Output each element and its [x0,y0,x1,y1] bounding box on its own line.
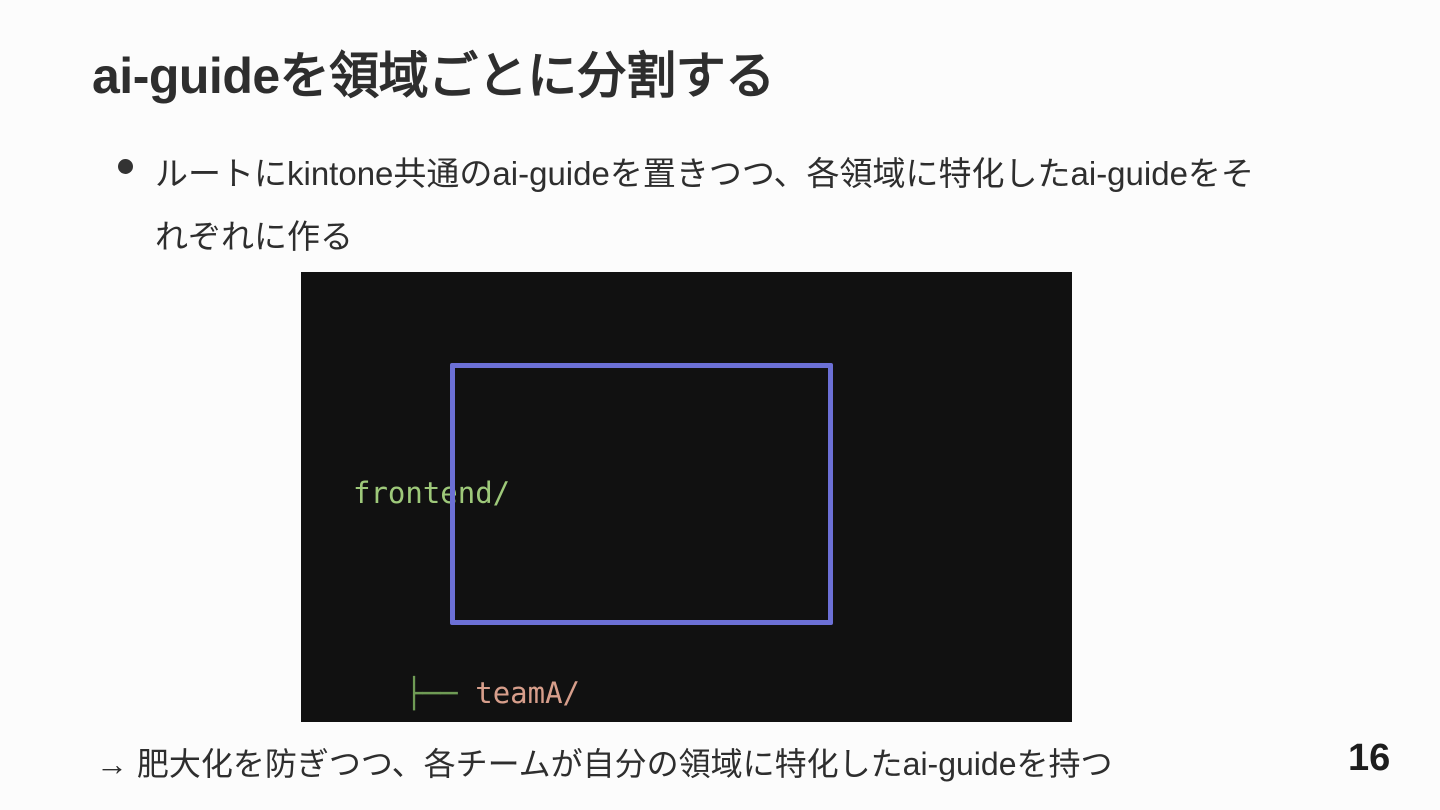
code-block-figure: frontend/ ├── teamA/ │ ├── package.json … [301,272,1072,722]
tree-label-frontend: frontend/ [353,476,511,510]
tree-connector-icon [353,676,405,710]
tree-branch-tee-icon: ├── [405,676,458,710]
tree-row-teamA: ├── teamA/ [353,668,807,718]
footer-note: → 肥大化を防ぎつつ、各チームが自分の領域に特化したai-guideを持つ [96,746,1113,782]
bullet-dot-icon [118,159,133,174]
tree-label-teamA [458,676,475,710]
list-item: ルートにkintone共通のai-guideを置きつつ、各領域に特化したai-g… [118,142,1338,269]
bullet-item-label: ルートにkintone共通のai-guideを置きつつ、各領域に特化したai-g… [155,155,1254,256]
tree-row-frontend: frontend/ [353,468,807,518]
page-number: 16 [1348,737,1391,779]
page-title: ai-guideを領域ごとに分割する [92,48,775,104]
directory-tree: frontend/ ├── teamA/ │ ├── package.json … [353,318,807,722]
bullet-list: ルートにkintone共通のai-guideを置きつつ、各領域に特化したai-g… [118,142,1338,269]
tree-label-teamA-name: teamA/ [475,676,581,710]
